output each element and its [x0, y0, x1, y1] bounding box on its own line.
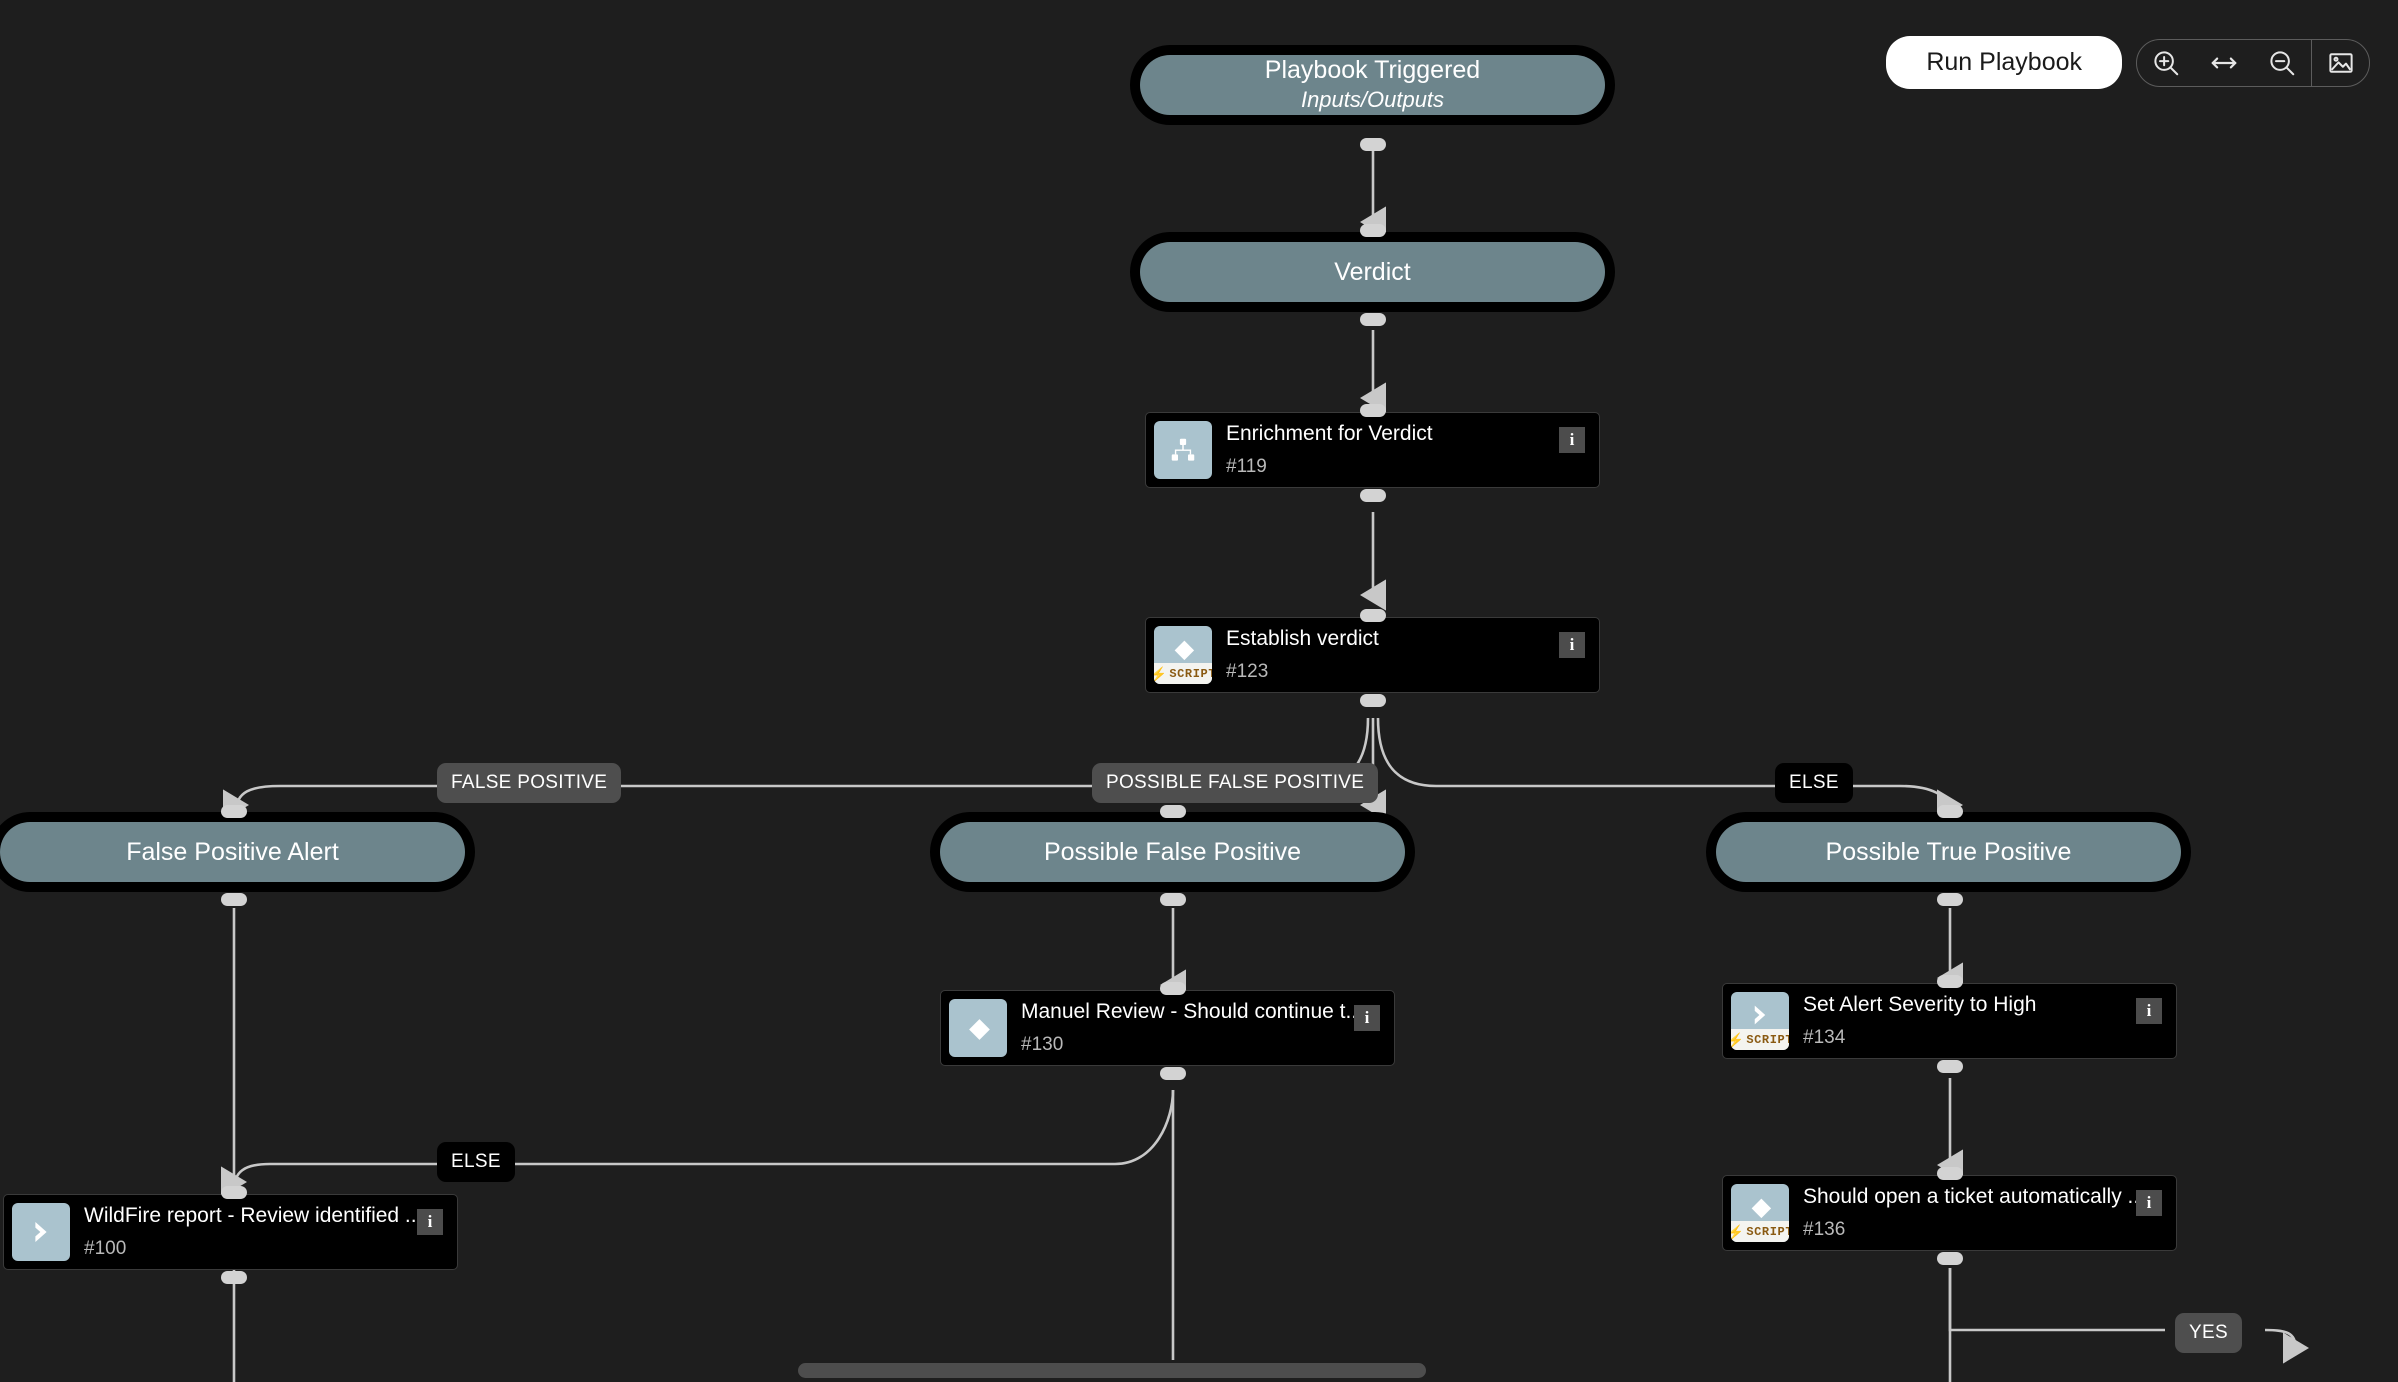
task-title: Should open a ticket automatically ... — [1803, 1185, 2146, 1208]
node-false-positive-alert[interactable]: False Positive Alert — [0, 812, 475, 892]
node-manuel-review[interactable]: Manuel Review - Should continue t... #13… — [940, 990, 1395, 1066]
connector-handle[interactable] — [1937, 1060, 1963, 1073]
edge-label-else-top[interactable]: ELSE — [1775, 763, 1853, 803]
script-badge: ⚡ SCRIPT — [1154, 663, 1212, 684]
node-title: Verdict — [1334, 257, 1411, 286]
connector-handle[interactable] — [1160, 805, 1186, 818]
info-icon[interactable]: i — [1559, 632, 1585, 658]
task-title: Establish verdict — [1226, 627, 1379, 650]
task-title: Set Alert Severity to High — [1803, 993, 2037, 1016]
connector-handle[interactable] — [1360, 694, 1386, 707]
info-icon[interactable]: i — [417, 1209, 443, 1235]
edge-label-yes[interactable]: YES — [2175, 1313, 2242, 1353]
zoom-in-icon[interactable] — [2137, 40, 2195, 86]
export-image-icon[interactable] — [2311, 39, 2369, 86]
script-badge: ⚡ SCRIPT — [1731, 1221, 1789, 1242]
connector-handle[interactable] — [1160, 982, 1186, 995]
task-id: #119 — [1226, 456, 1267, 478]
connector-handle[interactable] — [1360, 313, 1386, 326]
connector-handle[interactable] — [1360, 224, 1386, 237]
run-playbook-button[interactable]: Run Playbook — [1886, 36, 2122, 89]
task-title: Manuel Review - Should continue t... — [1021, 1000, 1364, 1023]
zoom-out-icon[interactable] — [2253, 40, 2311, 86]
scrollbar-thumb[interactable] — [798, 1363, 1426, 1378]
script-badge-label: SCRIPT — [1169, 666, 1212, 681]
info-icon[interactable]: i — [2136, 998, 2162, 1024]
connector-handle[interactable] — [1937, 1167, 1963, 1180]
node-establish-verdict[interactable]: ⚡ SCRIPT Establish verdict #123 i — [1145, 617, 1600, 693]
node-title: Playbook Triggered — [1264, 56, 1481, 85]
script-badge: ⚡ SCRIPT — [1731, 1029, 1789, 1050]
node-wildfire-report[interactable]: WildFire report - Review identified ... … — [3, 1194, 458, 1270]
node-title: False Positive Alert — [126, 837, 339, 866]
edge-label-else-left[interactable]: ELSE — [437, 1142, 515, 1182]
node-enrichment-for-verdict[interactable]: Enrichment for Verdict #119 i — [1145, 412, 1600, 488]
lightning-bolt-icon: ⚡ — [1154, 665, 1168, 682]
chevron-right-icon: ⚡ SCRIPT — [1731, 992, 1789, 1050]
task-id: #100 — [84, 1238, 127, 1260]
node-subtitle: Inputs/Outputs — [1300, 87, 1445, 113]
node-possible-false-positive[interactable]: Possible False Positive — [930, 812, 1415, 892]
edge-label-false-positive[interactable]: FALSE POSITIVE — [437, 763, 622, 803]
info-icon[interactable]: i — [1559, 427, 1585, 453]
chevron-right-icon — [12, 1203, 70, 1261]
canvas-toolbar: Run Playbook — [1886, 36, 2370, 89]
lightning-bolt-icon: ⚡ — [1731, 1223, 1745, 1240]
condition-diamond-icon — [949, 999, 1007, 1057]
connector-handle[interactable] — [1360, 609, 1386, 622]
connector-handle[interactable] — [1937, 805, 1963, 818]
node-should-open-ticket[interactable]: ⚡ SCRIPT Should open a ticket automatica… — [1722, 1175, 2177, 1251]
task-title: Enrichment for Verdict — [1226, 422, 1433, 445]
edge-label-possible-false-positive[interactable]: POSSIBLE FALSE POSITIVE — [1092, 763, 1379, 803]
script-badge-label: SCRIPT — [1746, 1032, 1789, 1047]
connector-handle[interactable] — [1937, 893, 1963, 906]
connector-handle[interactable] — [221, 1186, 247, 1199]
connector-handle[interactable] — [1160, 1067, 1186, 1080]
task-id: #123 — [1226, 661, 1269, 683]
node-playbook-triggered[interactable]: Playbook Triggered Inputs/Outputs — [1130, 45, 1615, 125]
task-id: #136 — [1803, 1219, 1846, 1241]
script-badge-label: SCRIPT — [1746, 1224, 1789, 1239]
node-title: Possible False Positive — [1043, 837, 1302, 866]
connector-handle[interactable] — [1937, 1252, 1963, 1265]
zoom-controls — [2136, 38, 2370, 87]
connector-handle[interactable] — [221, 1271, 247, 1284]
task-id: #130 — [1021, 1034, 1064, 1056]
node-title: Possible True Positive — [1825, 837, 2072, 866]
connector-handle[interactable] — [1160, 893, 1186, 906]
connector-handle[interactable] — [1360, 489, 1386, 502]
node-possible-true-positive[interactable]: Possible True Positive — [1706, 812, 2191, 892]
connector-handle[interactable] — [1360, 404, 1386, 417]
task-title: WildFire report - Review identified ... — [84, 1204, 423, 1227]
condition-diamond-icon: ⚡ SCRIPT — [1154, 626, 1212, 684]
node-verdict[interactable]: Verdict — [1130, 232, 1615, 312]
sub-playbook-icon — [1154, 421, 1212, 479]
connector-handle[interactable] — [1360, 138, 1386, 151]
connector-handle[interactable] — [1937, 975, 1963, 988]
lightning-bolt-icon: ⚡ — [1731, 1031, 1745, 1048]
horizontal-scrollbar[interactable] — [0, 1360, 2398, 1382]
node-set-alert-severity[interactable]: ⚡ SCRIPT Set Alert Severity to High #134… — [1722, 983, 2177, 1059]
fit-width-icon[interactable] — [2195, 40, 2253, 86]
condition-diamond-icon: ⚡ SCRIPT — [1731, 1184, 1789, 1242]
info-icon[interactable]: i — [1354, 1005, 1380, 1031]
info-icon[interactable]: i — [2136, 1190, 2162, 1216]
connector-handle[interactable] — [221, 893, 247, 906]
connector-handle[interactable] — [221, 805, 247, 818]
task-id: #134 — [1803, 1027, 1846, 1049]
